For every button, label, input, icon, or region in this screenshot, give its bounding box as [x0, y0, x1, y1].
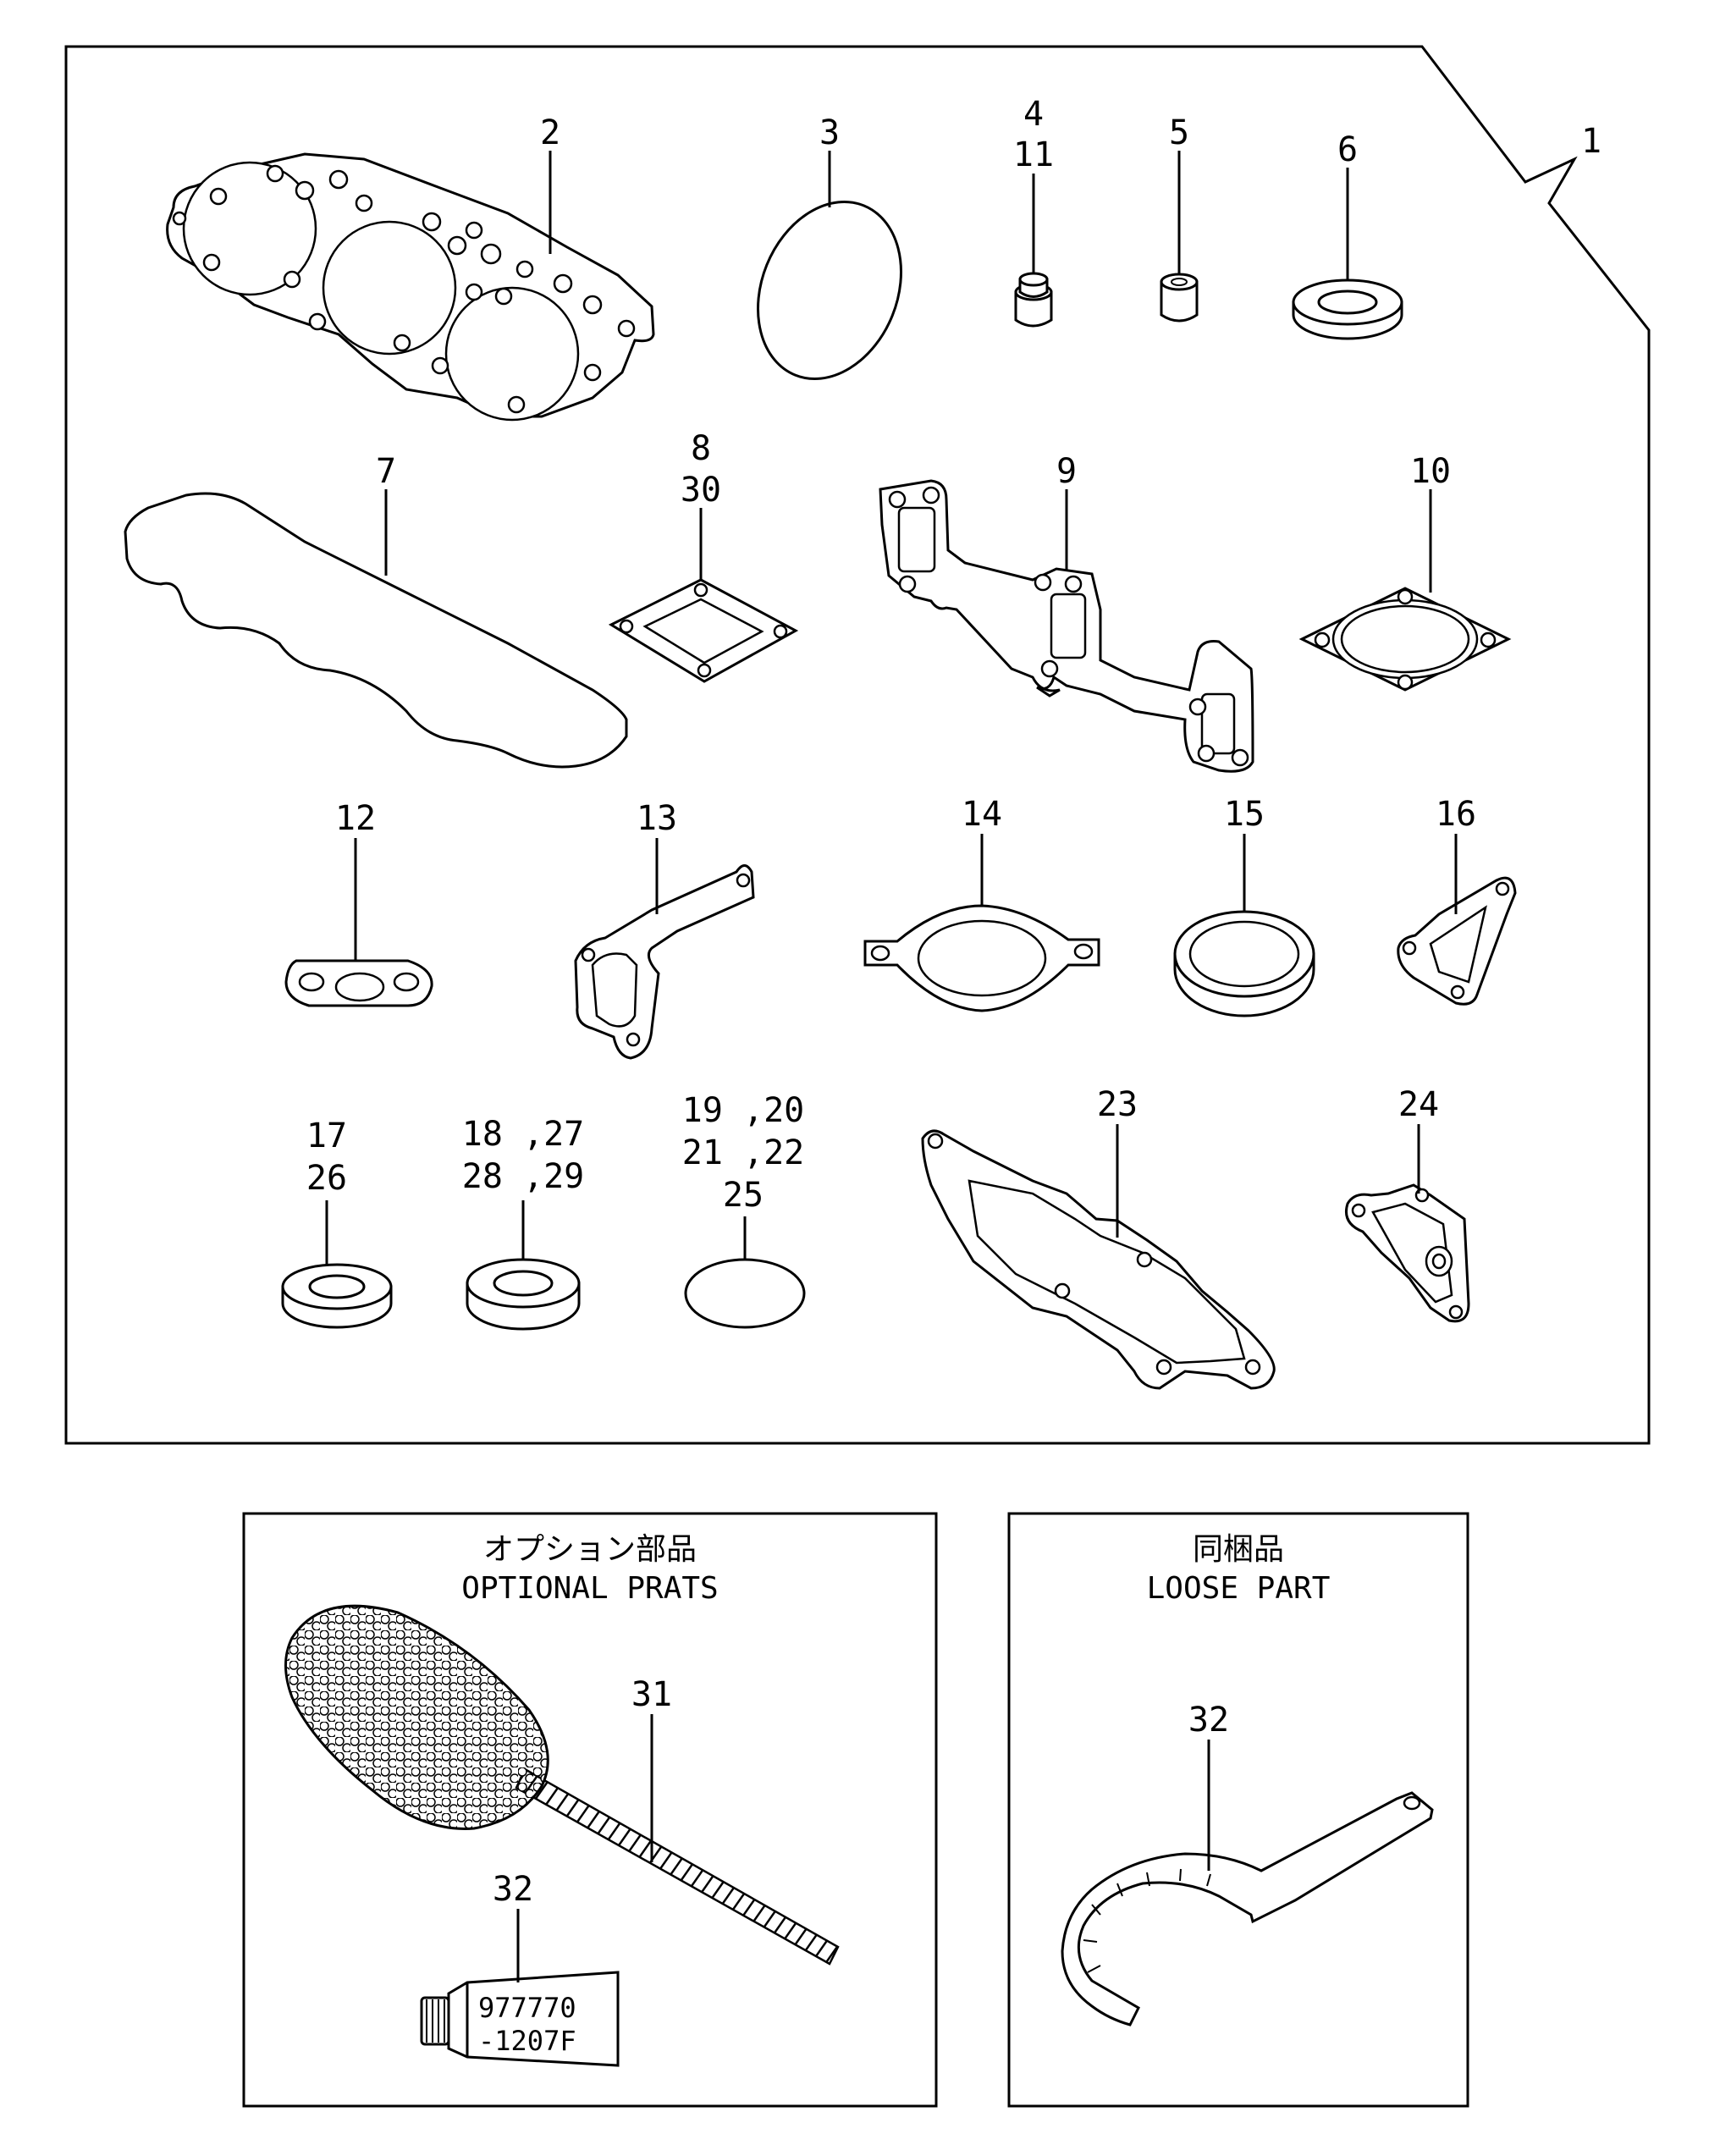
oval-flange-gasket [863, 904, 1100, 1012]
optional-parts-title-jp: オプション部品 [483, 1532, 697, 1567]
washer-18-27-28-29 [466, 1258, 581, 1331]
small-o-ring [684, 1258, 806, 1329]
loose-part-title-jp: 同梱品 [1193, 1532, 1284, 1567]
loose-part-box [1007, 1512, 1469, 2108]
callout-12: 12 [335, 799, 376, 838]
callout-9: 9 [1056, 452, 1077, 491]
callout-2: 2 [540, 113, 560, 152]
washer [1292, 278, 1403, 340]
head-cover-gasket [124, 492, 628, 769]
exhaust-manifold-gasket [879, 479, 1254, 773]
washer-17-26 [281, 1263, 393, 1329]
optional-parts-box [242, 1512, 938, 2108]
callout-14: 14 [962, 795, 1002, 834]
sealant-tube: 977770 -1207F [420, 1971, 620, 2067]
tube-label-line-1: 977770 [478, 1992, 576, 2024]
water-pump-gasket [1345, 1183, 1470, 1323]
callout-11: 11 [1013, 135, 1054, 174]
callout-1: 1 [1581, 122, 1601, 161]
callout-23: 23 [1097, 1085, 1138, 1124]
flange-gasket [1298, 587, 1512, 692]
callout-25: 25 [723, 1176, 764, 1215]
tube-label-line-2: -1207F [478, 2025, 576, 2057]
callout-5: 5 [1169, 113, 1189, 152]
callout-4: 4 [1023, 95, 1044, 134]
optional-parts-title-en: OPTIONAL PRATS [461, 1571, 718, 1606]
oval-three-hole-gasket [284, 959, 433, 1007]
flat-ring-gasket [1173, 910, 1315, 1017]
callout-7: 7 [376, 452, 396, 491]
cylinder-head-gasket [166, 152, 655, 422]
callout-16: 16 [1436, 795, 1476, 834]
callout-28-29: 28 ,29 [462, 1157, 585, 1196]
loose-part-title-en: LOOSE PART [1147, 1571, 1331, 1606]
cylinder-brush [284, 1604, 840, 1966]
callout-30: 30 [681, 471, 721, 510]
callout-24: 24 [1398, 1085, 1439, 1124]
triangular-gasket [1397, 876, 1517, 1006]
callout-13: 13 [637, 799, 677, 838]
callout-8: 8 [691, 429, 711, 468]
bracket-gasket [574, 864, 755, 1060]
large-o-ring [757, 200, 902, 381]
callout-26: 26 [306, 1159, 347, 1198]
callout-21-22: 21 ,22 [682, 1133, 805, 1172]
callout-17: 17 [306, 1117, 347, 1155]
long-cover-gasket [921, 1129, 1276, 1390]
gasket-kit-frame [64, 45, 1651, 1445]
callout-32-tube: 32 [493, 1870, 533, 1909]
callout-32-spanner: 32 [1188, 1701, 1229, 1740]
callout-15: 15 [1224, 795, 1265, 834]
callout-19-20: 19 ,20 [682, 1091, 805, 1130]
callout-18-27: 18 ,27 [462, 1115, 585, 1154]
valve-stem-seal [1014, 272, 1053, 328]
callout-31: 31 [631, 1675, 672, 1714]
hook-spanner [1061, 1791, 1434, 2026]
callout-6: 6 [1337, 130, 1358, 169]
collar [1160, 273, 1199, 323]
callout-10: 10 [1410, 452, 1451, 491]
square-gasket [608, 578, 799, 683]
callout-3: 3 [819, 113, 840, 152]
